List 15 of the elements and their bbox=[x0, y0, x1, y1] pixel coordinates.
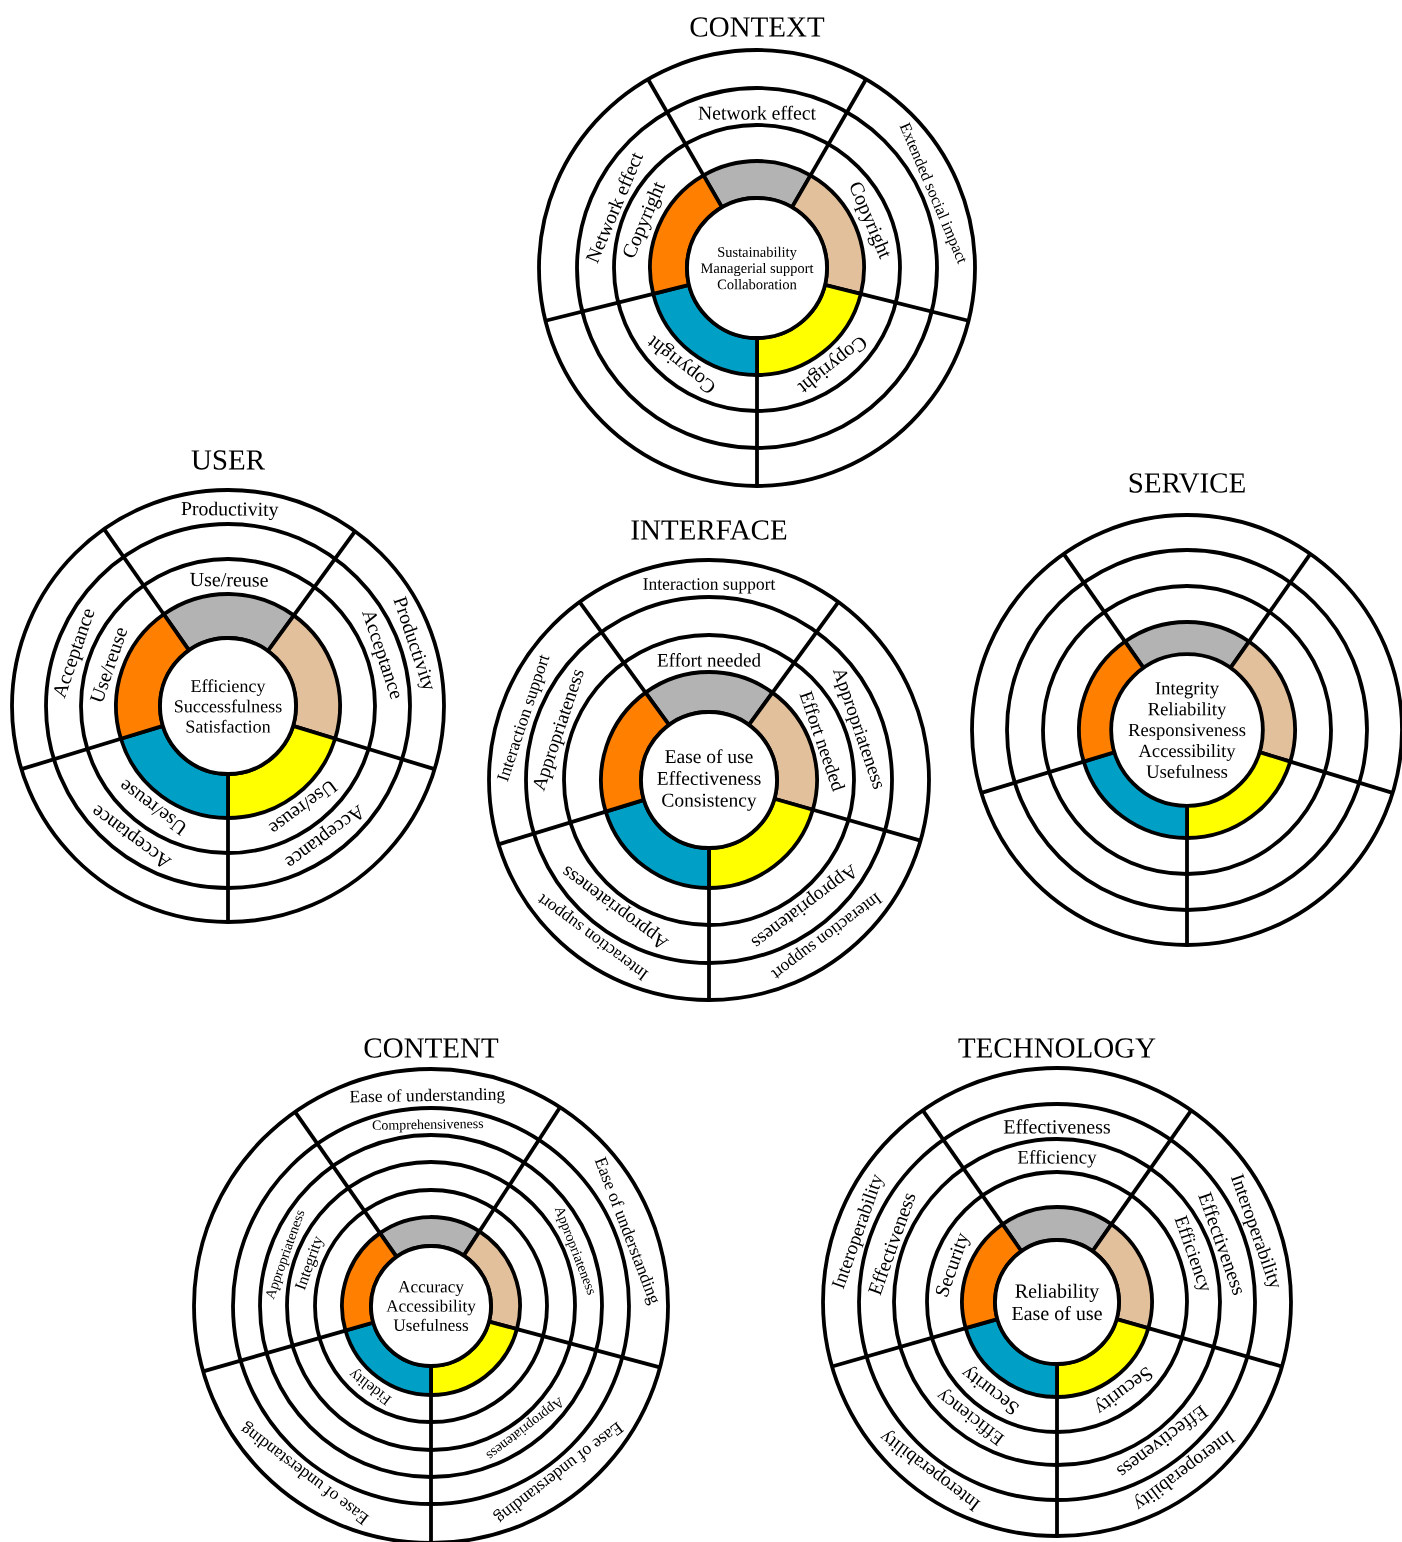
heading: CONTEXT bbox=[690, 17, 825, 37]
ring-label: Efficiency bbox=[1017, 1150, 1097, 1168]
ring-label: Effort needed bbox=[657, 653, 761, 667]
ring-label: Interaction support bbox=[643, 578, 776, 594]
ring-label: Effectiveness bbox=[1003, 1119, 1110, 1134]
ring-label: Ease of understanding bbox=[349, 1087, 505, 1104]
heading: INTERFACE bbox=[631, 520, 787, 540]
heading: SERVICE bbox=[1129, 473, 1245, 493]
heading: TECHNOLOGY bbox=[958, 1038, 1156, 1058]
ring-label: Comprehensiveness bbox=[372, 1119, 484, 1133]
ring-label: Network effect bbox=[698, 105, 816, 120]
heading: USER bbox=[191, 450, 266, 470]
ring-label: Use/reuse bbox=[190, 572, 268, 587]
ring-label: Productivity bbox=[181, 501, 279, 521]
heading: CONTENT bbox=[364, 1038, 499, 1058]
